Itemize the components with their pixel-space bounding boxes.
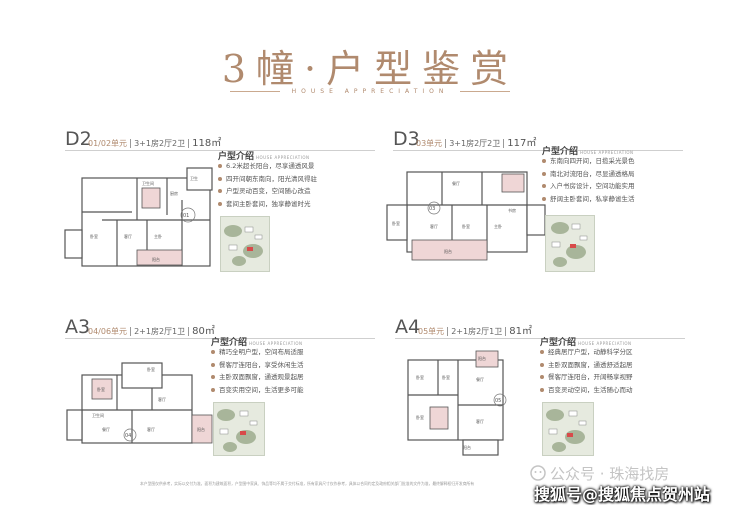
wechat-icon xyxy=(530,465,546,481)
floor-plan-a4: 卧室卧室餐厅 卧室客厅阳台阳台 05 xyxy=(407,350,507,456)
unit-numbers: 05单元 xyxy=(418,327,445,336)
unit-code-a3: A3 xyxy=(65,316,91,338)
svg-text:卧室: 卧室 xyxy=(90,233,98,239)
feature-list-a4: 经典居厅户型，动静科学分区 主卧双面飘窗，通透舒适起居 餐客厅连阳台，开阔畅享视… xyxy=(540,346,633,396)
feature-list-d2: 6.2米超长阳台，尽享通透风景 四开间朝东南向，阳光清风得驻 户型灵动百变，空间… xyxy=(218,160,317,210)
unit-layout: 2+1房2厅1卫 xyxy=(451,327,503,336)
svg-text:卫生间: 卫生间 xyxy=(142,180,154,186)
svg-text:客厅: 客厅 xyxy=(124,233,132,239)
page-subtitle: HOUSE APPRECIATION xyxy=(291,88,449,95)
svg-text:主卧: 主卧 xyxy=(494,223,502,229)
subtitle-rule-right xyxy=(460,91,510,92)
svg-text:客厅: 客厅 xyxy=(158,396,166,402)
list-item: 舒阔主卧套间，私享静谧生活 xyxy=(542,193,635,206)
svg-text:餐厅: 餐厅 xyxy=(452,180,460,186)
room-label: 05 xyxy=(495,398,501,404)
svg-text:客厅: 客厅 xyxy=(476,418,484,424)
svg-text:主卧: 主卧 xyxy=(154,233,162,239)
unit-code-d2: D2 xyxy=(65,128,92,150)
room-label: 04 xyxy=(125,433,131,439)
svg-text:餐厅: 餐厅 xyxy=(102,426,110,432)
floor-plan-a3: 卧室卧室客厅 餐厅客厅阳台卫生间 04 xyxy=(66,362,213,444)
unit-layout: 2+1房2厅1卫 xyxy=(134,327,186,336)
list-item: 东南向四开间，日揽采光景色 xyxy=(542,155,635,168)
svg-text:阳台: 阳台 xyxy=(478,355,486,361)
svg-text:阳台: 阳台 xyxy=(152,256,160,262)
unit-spec-d2: 01/02单元 3+1房2厅2卫 118㎡ xyxy=(88,134,221,149)
svg-text:阳台: 阳台 xyxy=(463,444,471,450)
list-item: 餐客厅连阳台，享受休闲生活 xyxy=(211,359,304,372)
watermark-wechat: 公众号 · 珠海找房 xyxy=(550,465,670,483)
page-title: 3幢·户型鉴赏 xyxy=(221,47,519,91)
unit-area: 117㎡ xyxy=(507,138,537,149)
svg-text:卧室: 卧室 xyxy=(416,374,424,380)
unit-code-d3: D3 xyxy=(393,128,420,150)
svg-text:卧室: 卧室 xyxy=(416,414,424,420)
room-label: 01 xyxy=(183,213,189,219)
unit-layout: 3+1房2厅2卫 xyxy=(134,139,186,148)
site-plan-a4 xyxy=(542,402,594,456)
list-item: 主卧双面飘窗，通透舒适起居 xyxy=(540,359,633,372)
svg-text:阳台: 阳台 xyxy=(444,248,452,254)
unit-area: 118㎡ xyxy=(192,138,222,149)
svg-text:客厅: 客厅 xyxy=(147,426,155,432)
subtitle-rule-left xyxy=(230,91,280,92)
list-item: 户型灵动百变，空间随心改造 xyxy=(218,185,317,198)
unit-numbers: 01/02单元 xyxy=(88,139,128,148)
svg-text:阳台: 阳台 xyxy=(197,426,205,432)
unit-spec-a3: 04/06单元 2+1房2厅1卫 80㎡ xyxy=(88,322,215,337)
floor-plan-d3: 卧室客厅卧室主卧 餐厅阳台书房 03 xyxy=(386,171,546,261)
svg-text:卧室: 卧室 xyxy=(442,374,450,380)
feature-list-a3: 精巧全明户型，空间布局适服 餐客厅连阳台，享受休闲生活 主卧双面飘窗，通透观景起… xyxy=(211,346,304,396)
list-item: 套间主卧套间，独享静谧时光 xyxy=(218,198,317,211)
svg-text:卧室: 卧室 xyxy=(147,366,155,372)
svg-text:卫生间: 卫生间 xyxy=(92,412,104,418)
unit-spec-a4: 05单元 2+1房2厅1卫 81㎡ xyxy=(418,322,532,337)
list-item: 南北对流阳台，尽显通透格局 xyxy=(542,168,635,181)
unit-layout: 3+1房2厅2卫 xyxy=(449,139,501,148)
svg-text:卧室: 卧室 xyxy=(97,386,105,392)
list-item: 四开间朝东南向，阳光清风得驻 xyxy=(218,173,317,186)
svg-text:卧室: 卧室 xyxy=(462,223,470,229)
svg-text:书房: 书房 xyxy=(508,207,516,213)
divider-a3 xyxy=(65,338,375,339)
list-item: 主卧双面飘窗，通透观景起居 xyxy=(211,371,304,384)
svg-text:卫生: 卫生 xyxy=(190,175,198,181)
feature-list-d3: 东南向四开间，日揽采光景色 南北对流阳台，尽显通透格局 入户书房设计，空间功能实… xyxy=(542,155,635,205)
unit-area: 80㎡ xyxy=(192,326,215,337)
unit-numbers: 04/06单元 xyxy=(88,327,128,336)
divider-a4 xyxy=(395,338,685,339)
list-item: 百变灵动空间，生活随心而动 xyxy=(540,384,633,397)
svg-text:客厅: 客厅 xyxy=(430,223,438,229)
divider-d2 xyxy=(65,150,375,151)
room-label: 03 xyxy=(429,206,435,212)
svg-text:厨房: 厨房 xyxy=(170,190,178,196)
site-plan-d3 xyxy=(545,215,595,272)
svg-text:卧室: 卧室 xyxy=(392,220,400,226)
footnote: 本户型图仅供参考，实际以交付为准，面积为建筑面积，户型图中家具、饰品等均不属于交… xyxy=(140,481,475,486)
list-item: 6.2米超长阳台，尽享通透风景 xyxy=(218,160,317,173)
site-plan-d2 xyxy=(220,216,270,272)
unit-area: 81㎡ xyxy=(509,326,532,337)
watermark-sohu: 搜狐号@搜狐焦点贺州站 xyxy=(534,485,711,504)
list-item: 百变实用空间，生活更多可能 xyxy=(211,384,304,397)
site-plan-a3 xyxy=(213,402,265,456)
svg-text:餐厅: 餐厅 xyxy=(476,376,484,382)
unit-numbers: 03单元 xyxy=(416,139,443,148)
divider-d3 xyxy=(393,150,683,151)
list-item: 餐客厅连阳台，开阔畅享视野 xyxy=(540,371,633,384)
unit-spec-d3: 03单元 3+1房2厅2卫 117㎡ xyxy=(416,134,536,149)
list-item: 精巧全明户型，空间布局适服 xyxy=(211,346,304,359)
list-item: 入户书房设计，空间功能实用 xyxy=(542,180,635,193)
list-item: 经典居厅户型，动静科学分区 xyxy=(540,346,633,359)
unit-code-a4: A4 xyxy=(395,316,421,338)
